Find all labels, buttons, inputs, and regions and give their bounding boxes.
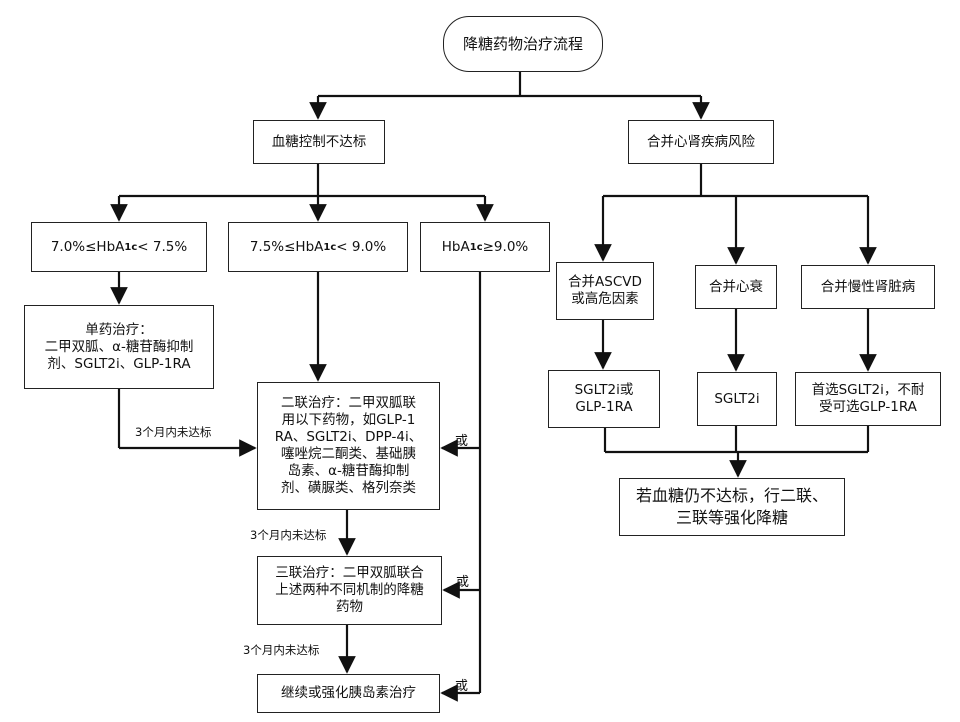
insulin-therapy-node: 继续或强化胰岛素治疗 xyxy=(257,674,440,713)
or-label-2: 或 xyxy=(456,575,470,590)
dual-therapy-node: 二联治疗：二甲双胍联 用以下药物，如GLP-1 RA、SGLT2i、DPP-4i… xyxy=(257,382,440,510)
cardiorenal-risk-node: 合并心肾疾病风险 xyxy=(628,120,774,164)
uncontrolled-glucose-node: 血糖控制不达标 xyxy=(253,120,385,164)
not-met-label-2: 3个月内未达标 xyxy=(250,528,327,542)
ascvd-node: 合并ASCVD 或高危因素 xyxy=(556,262,654,320)
or-label-1: 或 xyxy=(455,434,469,449)
heart-failure-drug-node: SGLT2i xyxy=(697,372,777,426)
ckd-node: 合并慢性肾脏病 xyxy=(801,265,935,309)
ascvd-drug-node: SGLT2i或 GLP-1RA xyxy=(548,370,660,428)
not-met-label-1: 3个月内未达标 xyxy=(135,425,212,439)
heart-failure-node: 合并心衰 xyxy=(695,265,777,309)
or-label-3: 或 xyxy=(455,679,469,694)
not-met-label-3: 3个月内未达标 xyxy=(243,643,320,657)
triple-therapy-node: 三联治疗：二甲双胍联合 上述两种不同机制的降糖 药物 xyxy=(257,556,442,625)
monotherapy-node: 单药治疗： 二甲双胍、α-糖苷酶抑制 剂、SGLT2i、GLP-1RA xyxy=(24,305,214,389)
intensify-treatment-node: 若血糖仍不达标，行二联、 三联等强化降糖 xyxy=(619,478,845,536)
root-node: 降糖药物治疗流程 xyxy=(443,16,603,72)
ckd-drug-node: 首选SGLT2i，不耐 受可选GLP-1RA xyxy=(795,372,941,426)
